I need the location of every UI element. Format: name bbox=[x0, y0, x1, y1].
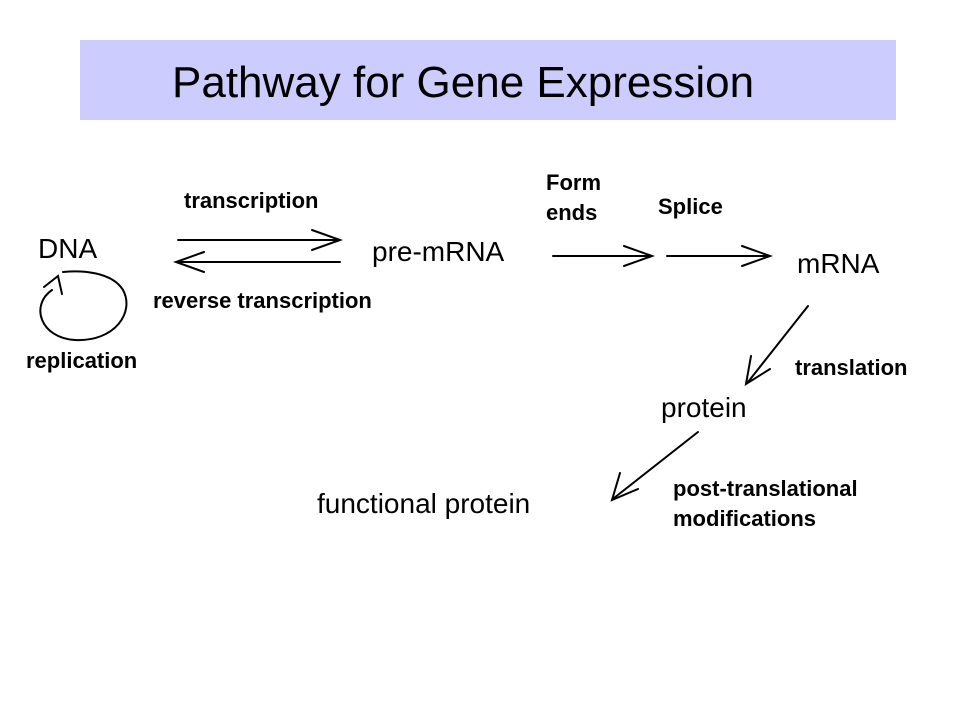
label-transcription: transcription bbox=[184, 188, 319, 213]
label-form-ends-line-2: ends bbox=[546, 200, 598, 225]
reverse-transcription-arrow bbox=[173, 251, 341, 273]
label-splice: Splice bbox=[658, 194, 723, 219]
label-translation: translation bbox=[795, 355, 908, 380]
form-ends-arrow bbox=[552, 245, 655, 267]
label-post-translational: post-translational modifications bbox=[673, 474, 858, 534]
node-mrna: mRNA bbox=[797, 248, 880, 279]
translation-arrow bbox=[744, 305, 809, 387]
label-reverse-transcription: reverse transcription bbox=[153, 288, 372, 313]
node-pre-mrna: pre-mRNA bbox=[372, 236, 505, 267]
label-form-ends-line-1: Form bbox=[546, 170, 601, 195]
label-replication: replication bbox=[26, 348, 138, 373]
transcription-arrow bbox=[177, 229, 343, 251]
node-functional-protein: functional protein bbox=[317, 488, 531, 519]
label-post-translational-line-1: post-translational bbox=[673, 476, 858, 501]
node-protein: protein bbox=[661, 392, 747, 423]
label-post-translational-line-2: modifications bbox=[673, 506, 817, 531]
slide-title-bar: Pathway for Gene Expression bbox=[80, 40, 896, 120]
node-dna: DNA bbox=[38, 233, 98, 264]
post-translational-arrow bbox=[610, 431, 699, 502]
replication-loop-arrow bbox=[39, 270, 128, 342]
slide-title: Pathway for Gene Expression bbox=[172, 58, 755, 107]
label-form-ends: Form ends bbox=[546, 168, 601, 228]
splice-arrow bbox=[666, 245, 773, 267]
